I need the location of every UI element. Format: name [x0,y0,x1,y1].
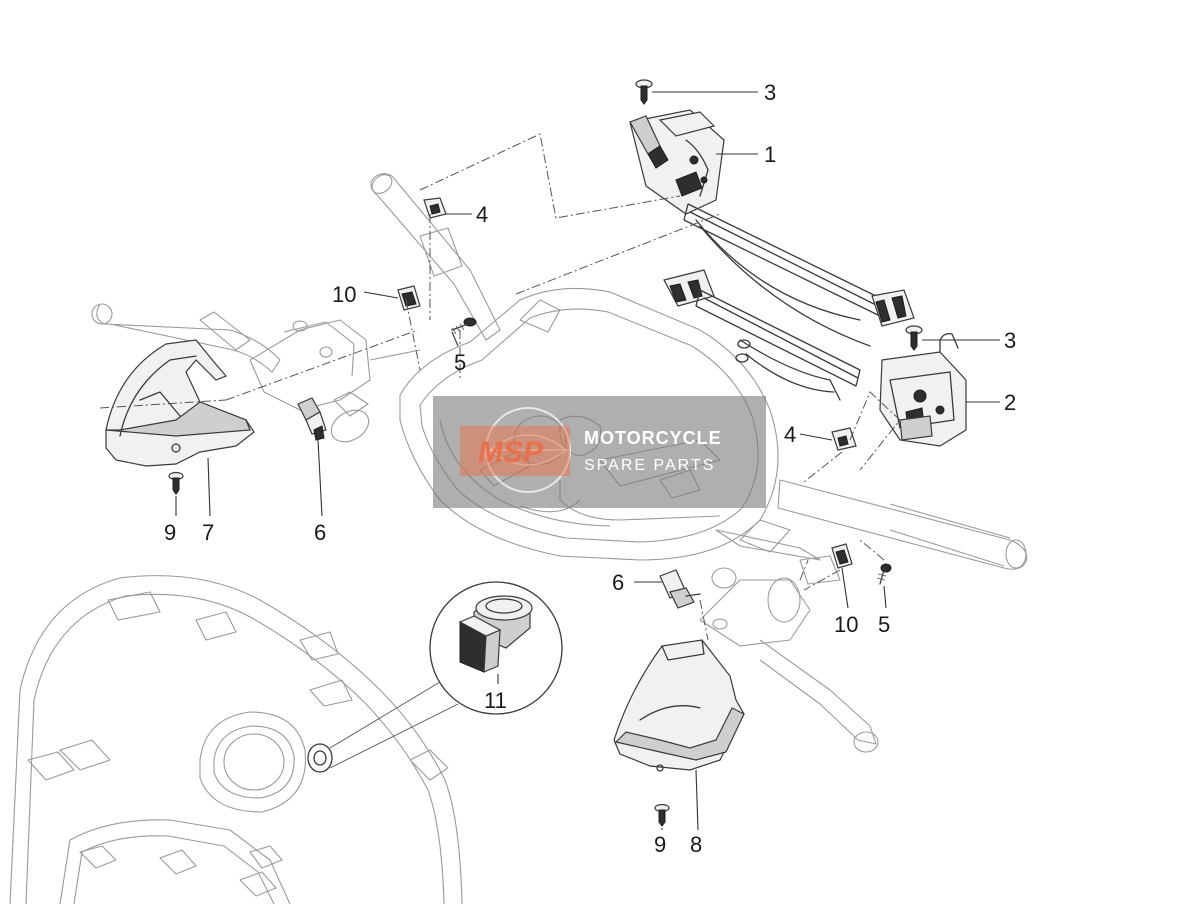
callout-10-right: 10 [834,612,858,637]
part-1-left-switch [629,109,915,347]
callout-2: 2 [1004,390,1016,415]
watermark-logo: MSP [478,436,544,469]
part-9-screw-right [654,803,670,827]
callout-10-left: 10 [332,282,356,307]
watermark-line-1: MOTORCYCLE [584,428,722,448]
watermark: MSP MOTORCYCLE SPARE PARTS [433,396,766,508]
part-3-screw-top [635,79,653,105]
callout-5-left: 5 [454,350,466,375]
callout-3-right: 3 [1004,328,1016,353]
part-4-clip-top [423,197,447,219]
callout-6-left: 6 [314,520,326,545]
callout-8: 8 [690,832,702,857]
detail-circle-part-11 [329,581,563,769]
part-6-switch-right [659,569,701,609]
assembly-lines [99,133,901,641]
callout-7: 7 [202,520,214,545]
callout-1: 1 [764,142,776,167]
callout-3-top: 3 [764,80,776,105]
part-9-screw-left [168,471,184,495]
right-brake-assembly [699,555,879,753]
part-5-screw-right [876,563,892,585]
callout-4-top: 4 [476,202,488,227]
watermark-line-2: SPARE PARTS [584,457,715,474]
leader-lines [175,91,1000,831]
front-shield [9,575,463,904]
part-4-clip-right [831,427,857,451]
part-6-switch-left [297,397,327,441]
part-2-right-switch [663,269,967,447]
part-5-screw-left [451,317,477,335]
callout-9-left: 9 [164,520,176,545]
part-10-clip-right [831,543,853,569]
left-brake-assembly [91,303,421,443]
callout-4-right: 4 [784,422,796,447]
callout-5-right: 5 [878,612,890,637]
part-8-right-guard [613,639,745,772]
callout-6-right: 6 [612,570,624,595]
callout-11: 11 [484,688,507,713]
part-3-screw-right [905,325,923,351]
part-10-clip-left [397,285,421,311]
callout-9-right: 9 [654,832,666,857]
callouts: 3 1 4 10 5 3 2 4 9 7 6 6 10 5 11 9 8 [164,80,1016,857]
